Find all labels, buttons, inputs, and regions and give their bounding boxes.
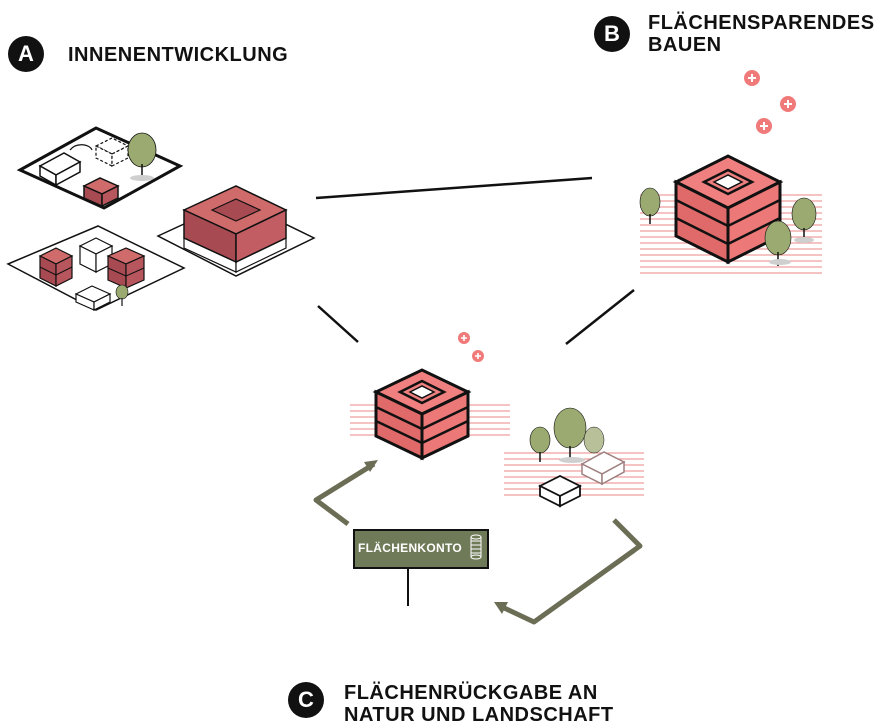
heading-c: FLÄCHENRÜCKGABE AN NATUR UND LANDSCHAFT xyxy=(344,682,614,726)
flaechenkonto-sign xyxy=(353,529,489,606)
plus-icon xyxy=(756,118,772,134)
heading-c-line1: FLÄCHENRÜCKGABE AN xyxy=(344,682,598,704)
innenentwicklung-block xyxy=(156,185,316,277)
heading-c-line2: NATUR UND LANDSCHAFT xyxy=(344,704,614,726)
heading-a: INNENENTWICKLUNG xyxy=(68,44,288,66)
innenentwicklung-plot-top xyxy=(16,126,184,210)
link-b-c xyxy=(565,289,635,345)
plus-icon xyxy=(780,96,796,112)
arrow-bottom-right xyxy=(494,518,643,625)
flaechensparend-building xyxy=(639,70,822,274)
plus-icon xyxy=(458,332,470,344)
heading-a-text: INNENENTWICKLUNG xyxy=(68,44,289,66)
badge-c: C xyxy=(288,682,324,718)
arrow-up-left xyxy=(313,460,378,526)
link-a-c xyxy=(317,305,359,343)
flaechenrueckgabe-building xyxy=(350,332,510,461)
badge-a: A xyxy=(8,36,44,72)
flaechenkonto-label: FLÄCHENKONTO xyxy=(358,541,463,555)
heading-b: FLÄCHENSPARENDES BAUEN xyxy=(648,12,875,56)
link-a-b xyxy=(315,176,593,200)
coin-stack-icon xyxy=(470,534,482,560)
renaturierte-flaeche xyxy=(504,407,644,508)
plus-icon xyxy=(744,70,760,86)
plus-icon xyxy=(472,350,484,362)
heading-b-line1: FLÄCHENSPARENDES xyxy=(648,12,875,34)
innenentwicklung-plot-bottom xyxy=(6,225,186,311)
badge-b: B xyxy=(594,16,630,52)
heading-b-line2: BAUEN xyxy=(648,34,722,56)
